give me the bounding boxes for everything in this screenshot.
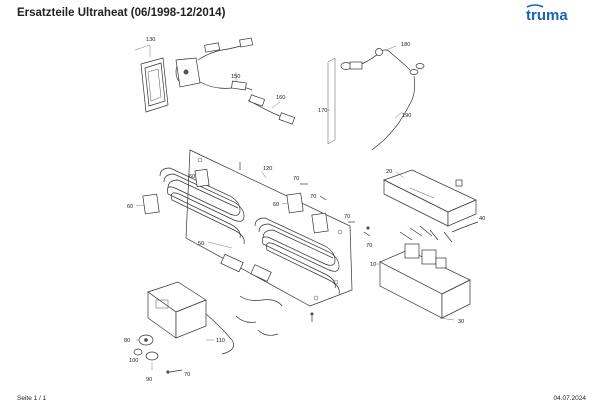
callout-180: 180 [401,42,410,48]
housing-110 [147,281,234,355]
cable-150 [197,37,254,91]
callout-70-d: 70 [366,243,372,249]
power-module-10 [376,221,479,321]
callout-100: 100 [129,358,138,364]
nut-90 [145,351,159,370]
callout-70-a: 70 [293,176,299,182]
screw-70-bottom [166,369,183,374]
thermostat-block [220,253,283,336]
logo-text: truma [526,7,568,23]
page-number: Seite 1 / 1 [17,395,47,402]
callout-10: 10 [370,262,376,268]
callout-60-a: 60 [189,174,195,180]
callout-60-c: 60 [273,202,279,208]
fuse-holder-80 [136,334,154,346]
callout-110: 110 [216,338,225,344]
callout-30: 30 [458,319,464,325]
callout-160: 160 [276,95,285,101]
print-date: 04.07.2024 [553,395,586,402]
callout-80: 80 [124,338,130,344]
callout-20: 20 [386,169,392,175]
truma-logo: truma [526,4,568,23]
callout-70-c: 70 [344,214,350,220]
callout-130: 130 [146,37,155,43]
electronics-box-20 [383,169,477,227]
bracket-60 [135,168,329,234]
callout-60-b: 60 [127,204,133,210]
sensor-170 [327,45,425,151]
callout-150: 150 [231,74,240,80]
cable-160 [247,94,296,125]
knob-100 [133,348,143,356]
page-title: Ersatzteile Ultraheat (06/1998-12/2014) [17,7,226,19]
callout-50: 50 [198,241,204,247]
control-panel-130 [134,44,169,113]
rotary-switch [175,57,201,88]
callout-190: 190 [402,113,411,119]
callout-120: 120 [263,166,272,172]
callout-40: 40 [479,216,485,222]
heating-element-50 [159,167,340,295]
callout-70-e: 70 [184,372,190,378]
callout-90: 90 [146,377,152,383]
callout-70-b: 70 [310,194,316,200]
screws-70 [239,162,371,322]
callout-170: 170 [318,108,327,114]
